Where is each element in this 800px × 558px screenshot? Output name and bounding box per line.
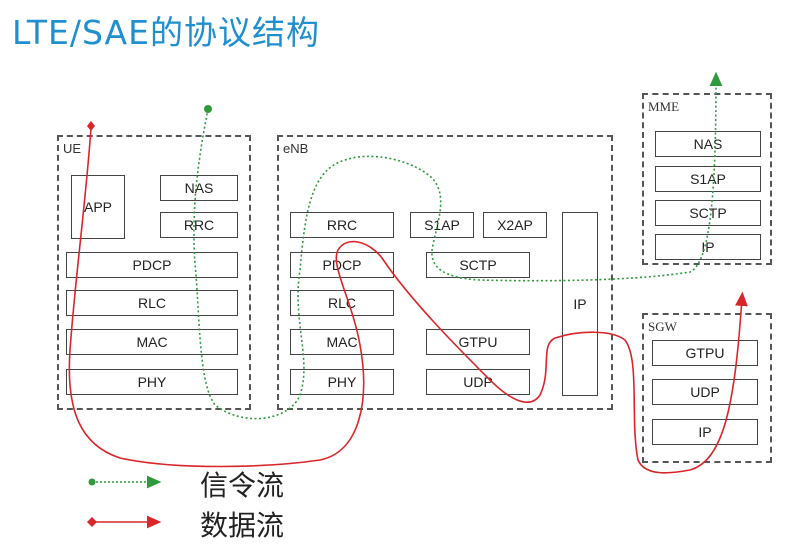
sgw-udp-box: UDP [652,379,758,405]
mme-ip-box: IP [655,234,761,260]
legend-signaling-dot [88,478,96,486]
enb-mac-box: MAC [290,329,394,355]
ue-pdcp-box: PDCP [66,252,238,278]
sgw-ip-box: IP [652,419,758,445]
ue-app-box: APP [71,175,125,239]
enb-pdcp-box: PDCP [290,252,394,278]
ue-mac-box: MAC [66,329,238,355]
ue-rlc-box: RLC [66,290,238,316]
enb-sctp-box: SCTP [426,252,530,278]
page-title: LTE/SAE的协议结构 [12,13,320,52]
enb-phy-box: PHY [290,369,394,395]
enb-ip-box: IP [562,212,598,396]
data-flow-start-diamond [87,121,95,131]
legend-signaling-label: 信令流 [200,469,285,502]
enb-s1ap-box: S1AP [410,212,474,238]
sgw-gtpu-box: GTPU [652,340,758,366]
legend-data-diamond [87,517,97,527]
ue-nas-box: NAS [160,175,238,201]
legend-data-label: 数据流 [200,509,285,542]
enb-label: eNB [283,141,309,156]
mme-label: MME [648,99,680,114]
enb-gtpu-box: GTPU [426,329,530,355]
signaling-flow-start-dot [204,105,212,113]
enb-rlc-box: RLC [290,290,394,316]
ue-rrc-box: RRC [160,212,238,238]
mme-sctp-box: SCTP [655,200,761,226]
enb-x2ap-box: X2AP [483,212,547,238]
enb-udp-box: UDP [426,369,530,395]
enb-rrc-box: RRC [290,212,394,238]
sgw-label: SGW [648,319,677,334]
mme-nas-box: NAS [655,131,761,157]
ue-label: UE [63,141,82,156]
mme-s1ap-box: S1AP [655,166,761,192]
ue-phy-box: PHY [66,369,238,395]
